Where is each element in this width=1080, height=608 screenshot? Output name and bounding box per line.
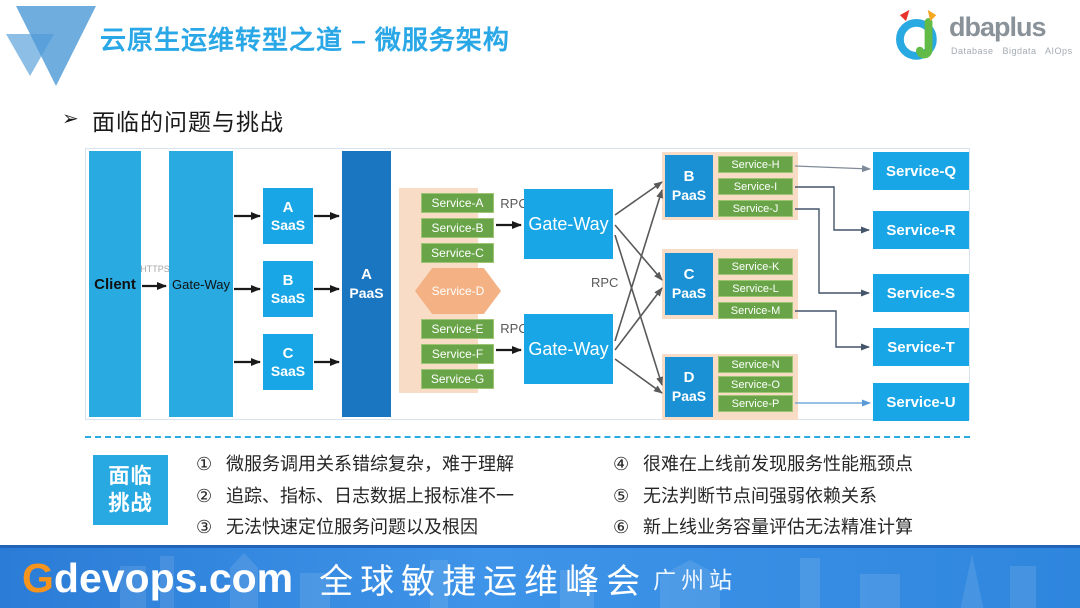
item-4-marker: ④ [613,454,630,474]
service-u-box: Service-U [873,383,969,421]
rpc-label-bottom: RPC [500,321,528,336]
service-h-box: Service-H [718,156,793,173]
item-6-marker: ⑥ [613,517,630,537]
item-1-marker: ① [196,454,213,474]
service-m-box: Service-M [718,302,793,319]
rpc-label-mid: RPC [591,275,619,290]
saas-a-letter: A [282,198,294,216]
service-r-box: Service-R [873,211,969,249]
saas-box-a: A SaaS [263,188,313,244]
service-o-box: Service-O [718,376,793,393]
service-n-box: Service-N [718,356,793,373]
saas-b-label: SaaS [270,289,306,306]
item-2-marker: ② [196,486,213,506]
service-g-box: Service-G [421,369,494,389]
saas-c-label: SaaS [270,362,306,379]
saas-a-label: SaaS [270,216,306,233]
dbaplus-logo: dbaplus Database Bigdata AIOps [893,6,1078,64]
item-4-text: 很难在上线前发现服务性能瓶颈点 [643,454,913,474]
challenge-item-6: ⑥ 新上线业务容量评估无法精准计算 [613,516,1013,539]
gdevops-logo: Gdevops.com [22,554,294,601]
service-d-hexagon: Service-D [415,268,501,314]
b-paas-label: PaaS [671,186,707,203]
item-5-marker: ⑤ [613,486,630,506]
a-paas-letter: A [361,265,372,283]
b-paas-letter: B [683,167,695,185]
c-paas-label: PaaS [671,284,707,301]
d-paas-label: PaaS [671,387,707,404]
challenge-item-3: ③ 无法快速定位服务问题以及根因 [196,516,596,539]
client-bar: Client [89,151,141,417]
gateway-box-bottom: Gate-Way [524,314,613,384]
footer-banner: Gdevops.com 全球敏捷运维峰会 广州站 [0,545,1080,608]
item-6-text: 新上线业务容量评估无法精准计算 [643,517,913,537]
saas-box-c: C SaaS [263,334,313,390]
challenge-badge-line1: 面临 [108,464,153,488]
challenge-item-5: ⑤ 无法判断节点间强弱依赖关系 [613,485,1013,508]
c-paas-box: C PaaS [665,253,713,315]
gateway-bar-label: Gate-Way [171,276,231,292]
service-p-box: Service-P [718,395,793,412]
challenge-badge: 面临 挑战 [93,455,168,525]
service-f-box: Service-F [421,344,494,364]
service-i-box: Service-I [718,178,793,195]
gateway-bar: Gate-Way [169,151,233,417]
a-paas-bar: A PaaS [342,151,391,417]
item-5-text: 无法判断节点间强弱依赖关系 [643,486,877,506]
client-label: Client [94,275,136,293]
service-a-box: Service-A [421,193,494,213]
rpc-label-top: RPC [500,196,528,211]
item-3-marker: ③ [196,517,213,537]
footer-city-label: 广州站 [653,568,738,593]
section-heading: 面临的问题与挑战 [92,109,284,135]
challenge-item-1: ① 微服务调用关系错综复杂，难于理解 [196,453,596,476]
saas-b-letter: B [282,271,294,289]
c-paas-letter: C [683,265,695,283]
https-label: HTTPS [140,264,170,274]
item-3-text: 无法快速定位服务问题以及根因 [226,517,478,537]
service-k-box: Service-K [718,258,793,275]
dashed-separator [85,436,970,438]
a-paas-label: PaaS [349,284,384,301]
service-q-box: Service-Q [873,152,969,190]
gdevops-g: G [22,554,54,601]
item-1-text: 微服务调用关系错综复杂，难于理解 [226,454,514,474]
saas-box-b: B SaaS [263,261,313,317]
d-paas-letter: D [683,368,695,386]
service-c-box: Service-C [421,243,494,263]
service-j-box: Service-J [718,200,793,217]
service-t-box: Service-T [873,328,969,366]
gdevops-rest: devops.com [53,554,294,601]
service-s-box: Service-S [873,274,969,312]
challenge-item-4: ④ 很难在上线前发现服务性能瓶颈点 [613,453,1013,476]
service-b-box: Service-B [421,218,494,238]
triangles-logo-icon [6,6,96,86]
item-2-text: 追踪、指标、日志数据上报标准不一 [226,486,514,506]
challenge-item-2: ② 追踪、指标、日志数据上报标准不一 [196,485,596,508]
service-l-box: Service-L [718,280,793,297]
b-paas-box: B PaaS [665,155,713,217]
skyline-decoration [120,553,1036,608]
gateway-box-top: Gate-Way [524,189,613,259]
page-title: 云原生运维转型之道 – 微服务架构 [100,25,510,55]
dbaplus-logo-icon [896,9,937,60]
dbaplus-wordmark: dbaplus [949,12,1047,42]
heading-arrow-icon: ➢ [62,108,79,130]
d-paas-box: D PaaS [665,357,713,417]
dbaplus-tagline: Database Bigdata AIOps [951,46,1073,56]
service-e-box: Service-E [421,319,494,339]
challenge-badge-line2: 挑战 [108,492,153,515]
architecture-diagram: Client HTTPS Gate-Way A PaaS A SaaS B Sa… [85,148,970,421]
footer-event-title: 全球敏捷运维峰会 [319,563,648,601]
saas-c-letter: C [282,344,294,362]
